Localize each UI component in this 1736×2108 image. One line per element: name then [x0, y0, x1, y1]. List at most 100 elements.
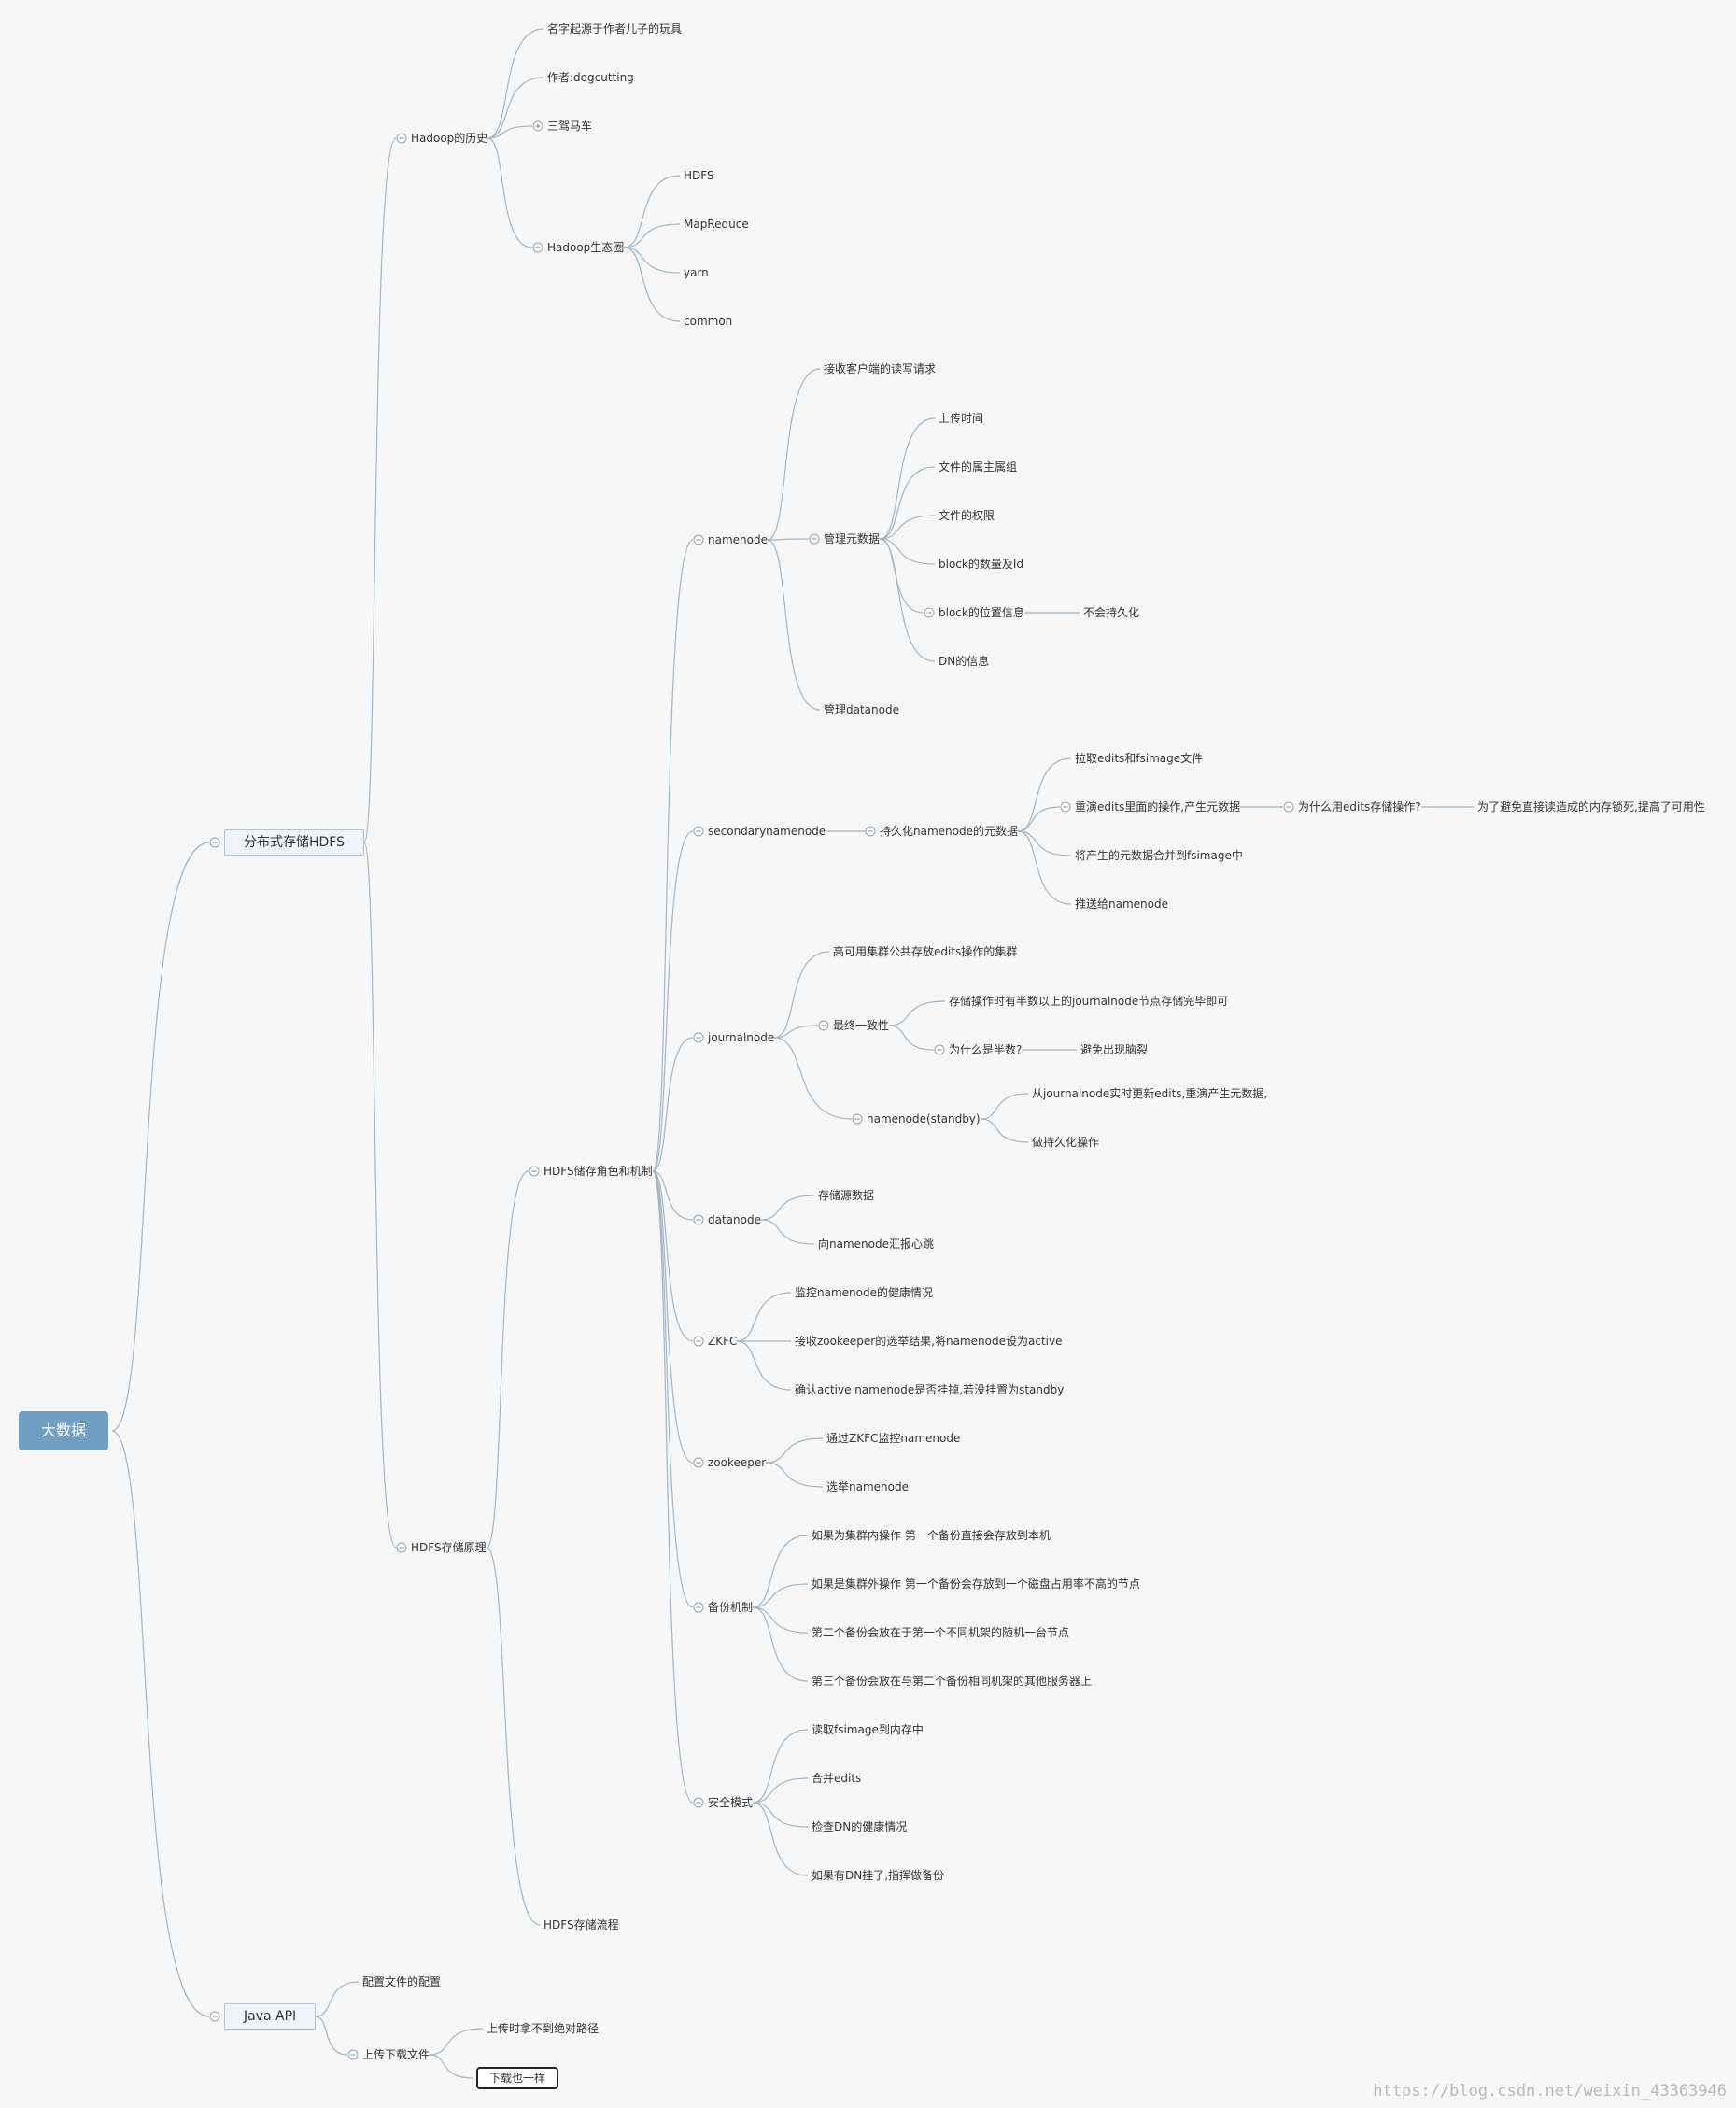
n-snn-push-node[interactable]: 推送给namenode — [1075, 898, 1168, 911]
n-api-updown-node[interactable]: 上传下载文件 — [362, 2048, 430, 2061]
collapse-icon[interactable] — [693, 534, 704, 545]
n-snn-node[interactable]: secondarynamenode — [708, 825, 826, 838]
collapse-icon[interactable] — [532, 242, 543, 253]
n-snn-why-node[interactable]: 为什么用edits存储操作? — [1298, 800, 1421, 813]
n-jn-cons-why-ans-node[interactable]: 避免出现脑裂 — [1080, 1043, 1149, 1056]
n-zk-node[interactable]: zookeeper — [708, 1456, 767, 1469]
n-bak-3-node[interactable]: 第二个备份会放在于第一个不同机架的随机一台节点 — [812, 1626, 1070, 1639]
n-safe-1-node[interactable]: 读取fsimage到内存中 — [812, 1723, 924, 1736]
n-jn-ha-node[interactable]: 高可用集群公共存放edits操作的集群 — [833, 945, 1018, 958]
n-store-node[interactable]: HDFS存储原理 — [411, 1541, 487, 1554]
collapse-icon[interactable] — [693, 1457, 704, 1468]
n-jn-cons-half-node[interactable]: 存储操作时有半数以上的journalnode节点存储完毕即可 — [949, 995, 1229, 1008]
n-zkfc-3-node[interactable]: 确认active namenode是否挂掉,若没挂置为standby — [795, 1383, 1065, 1396]
n-dn-hb-node[interactable]: 向namenode汇报心跳 — [818, 1238, 934, 1251]
n-zk-2-node[interactable]: 选举namenode — [826, 1480, 909, 1493]
n-jn-sb-1-node[interactable]: 从journalnode实时更新edits,重演产生元数据, — [1032, 1087, 1268, 1100]
n-zkfc-2-node[interactable]: 接收zookeeper的选举结果,将namenode设为active — [795, 1335, 1063, 1348]
n-eco-mr-node[interactable]: MapReduce — [684, 218, 749, 231]
collapse-icon[interactable] — [1060, 801, 1071, 813]
n-jn-cons-why-node[interactable]: 为什么是半数? — [949, 1043, 1023, 1056]
n-eco-yarn-node[interactable]: yarn — [684, 266, 709, 279]
n-snn-persist-node[interactable]: 持久化namenode的元数据 — [880, 825, 1018, 838]
collapse-icon[interactable] — [693, 1214, 704, 1225]
collapse-icon[interactable] — [693, 1797, 704, 1808]
connector-n-safe-2 — [752, 1777, 809, 1804]
expand-icon[interactable] — [532, 120, 543, 132]
n-nn-dn-node[interactable]: 管理datanode — [824, 703, 899, 716]
n-nn-meta-node[interactable]: 管理元数据 — [824, 532, 881, 545]
n-nn-req-node[interactable]: 接收客户端的读写请求 — [824, 362, 937, 375]
n-meta-time-node[interactable]: 上传时间 — [939, 412, 984, 425]
collapse-icon[interactable] — [809, 533, 820, 545]
connector-n-bak-1 — [752, 1535, 809, 1608]
n-meta-loc-np-node[interactable]: 不会持久化 — [1083, 606, 1140, 619]
collapse-icon[interactable] — [693, 826, 704, 837]
n-snn-why-ans-node[interactable]: 为了避免直接读造成的内存锁死,提高了可用性 — [1477, 800, 1705, 813]
n-hdfs-node[interactable]: 分布式存储HDFS — [224, 829, 365, 856]
n-zk-1-node[interactable]: 通过ZKFC监控namenode — [826, 1432, 961, 1445]
collapse-icon[interactable] — [818, 1020, 829, 1031]
connector-n-hist-author — [487, 77, 544, 139]
n-api-down-node[interactable]: 下载也一样 — [476, 2067, 559, 2089]
n-hist-author-node[interactable]: 作者:dogcutting — [547, 71, 634, 84]
n-eco-common-node[interactable]: common — [684, 315, 733, 328]
n-meta-perm-node[interactable]: 文件的权限 — [939, 509, 995, 522]
n-api-up-node[interactable]: 上传时拿不到绝对路径 — [487, 2022, 600, 2035]
connector-n-jn-cons — [773, 1025, 819, 1039]
n-hist-3-node[interactable]: 三驾马车 — [547, 120, 593, 133]
n-zkfc-node[interactable]: ZKFC — [708, 1335, 738, 1348]
n-meta-loc-node[interactable]: block的位置信息 — [939, 606, 1024, 619]
collapse-icon[interactable] — [865, 826, 876, 837]
n-jn-node[interactable]: journalnode — [708, 1031, 775, 1044]
collapse-icon[interactable] — [209, 837, 220, 848]
n-jn-sb-2-node[interactable]: 做持久化操作 — [1032, 1136, 1100, 1149]
n-snn-merge-node[interactable]: 将产生的元数据合并到fsimage中 — [1075, 849, 1243, 862]
collapse-icon[interactable] — [934, 1044, 945, 1055]
n-meta-owner-node[interactable]: 文件的属主属组 — [939, 460, 1018, 474]
collapse-icon[interactable] — [529, 1166, 540, 1177]
collapse-icon[interactable] — [693, 1602, 704, 1613]
n-nn-node[interactable]: namenode — [708, 533, 768, 546]
n-hist-name-node[interactable]: 名字起源于作者儿子的玩具 — [547, 22, 683, 35]
n-meta-block-node[interactable]: block的数量及Id — [939, 558, 1023, 571]
n-snn-replay-node[interactable]: 重演edits里面的操作,产生元数据 — [1075, 800, 1241, 813]
n-safe-node[interactable]: 安全模式 — [708, 1796, 754, 1809]
n-bak-1-node[interactable]: 如果为集群内操作 第一个备份直接会存放到本机 — [812, 1529, 1051, 1542]
collapse-icon[interactable] — [693, 1336, 704, 1347]
n-roles-node[interactable]: HDFS储存角色和机制 — [543, 1165, 653, 1178]
connector-n-dn-store — [760, 1195, 815, 1221]
n-dn-store-node[interactable]: 存储源数据 — [818, 1189, 875, 1202]
n-safe-3-node[interactable]: 检查DN的健康情况 — [812, 1820, 908, 1833]
root-node[interactable]: 大数据 — [19, 1411, 109, 1450]
n-hist-eco-node[interactable]: Hadoop生态圈 — [547, 241, 625, 254]
n-bak-node[interactable]: 备份机制 — [708, 1601, 754, 1614]
n-api-conf-node[interactable]: 配置文件的配置 — [362, 1975, 442, 1988]
n-safe-2-node[interactable]: 合并edits — [812, 1772, 862, 1785]
n-bak-4-node[interactable]: 第三个备份会放在与第二个备份相同机架的其他服务器上 — [812, 1675, 1093, 1688]
collapse-icon[interactable] — [396, 1542, 407, 1553]
collapse-icon[interactable] — [347, 2049, 359, 2060]
collapse-icon[interactable] — [693, 1032, 704, 1043]
n-jn-cons-node[interactable]: 最终一致性 — [833, 1019, 890, 1032]
n-bak-2-node[interactable]: 如果是集群外操作 第一个备份会存放到一个磁盘占用率不高的节点 — [812, 1577, 1140, 1591]
n-meta-dn-node[interactable]: DN的信息 — [939, 655, 990, 668]
collapse-icon[interactable] — [209, 2011, 220, 2022]
n-snn-pull-node[interactable]: 拉取edits和fsimage文件 — [1075, 752, 1204, 765]
n-safe-4-node[interactable]: 如果有DN挂了,指挥做备份 — [812, 1869, 945, 1882]
collapse-icon[interactable] — [852, 1113, 863, 1125]
n-eco-hdfs-node[interactable]: HDFS — [684, 169, 714, 182]
n-jn-standby-node[interactable]: namenode(standby) — [867, 1112, 981, 1125]
connector-n-roles — [486, 1170, 529, 1549]
collapse-icon[interactable] — [924, 607, 935, 618]
n-api-node[interactable]: Java API — [224, 2003, 317, 2030]
n-hist-node[interactable]: Hadoop的历史 — [411, 132, 488, 145]
n-flow-node[interactable]: HDFS存储流程 — [543, 1918, 619, 1931]
collapse-icon[interactable] — [396, 133, 407, 144]
connector-n-jn-ha — [773, 951, 830, 1039]
connector-n-dn — [652, 1170, 694, 1221]
collapse-icon[interactable] — [1283, 801, 1294, 813]
connector-n-meta-loc — [879, 538, 924, 614]
n-zkfc-1-node[interactable]: 监控namenode的健康情况 — [795, 1286, 933, 1299]
n-dn-node[interactable]: datanode — [708, 1213, 761, 1226]
